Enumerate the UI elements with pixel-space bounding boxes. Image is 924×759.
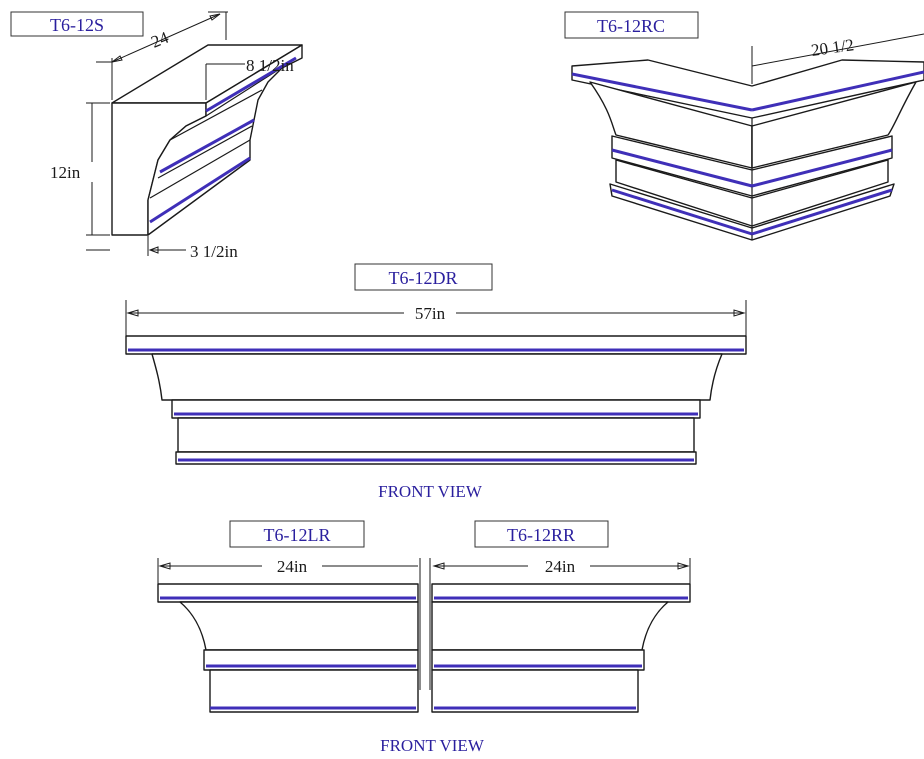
dim-rc-width: 20 1/2 [810,35,855,60]
piece-t6-12rc [571,33,924,241]
caption-front-view-1: FRONT VIEW [378,482,483,501]
label-t6-12s: T6-12S [10,11,144,37]
dim-s-bottom-depth: 3 1/2in [190,242,238,261]
caption-front-view-2: FRONT VIEW [380,736,485,755]
svg-text:T6-12S: T6-12S [50,15,104,35]
dim-s-top-depth: 8 1/2in [246,56,294,75]
svg-text:T6-12LR: T6-12LR [264,525,331,545]
svg-text:T6-12RR: T6-12RR [507,525,575,545]
svg-text:T6-12RC: T6-12RC [597,16,665,36]
dim-s-length: 24 [148,28,171,52]
label-t6-12dr: T6-12DR [354,263,493,291]
piece-t6-12lr [157,558,421,713]
dim-dr-width: 57in [415,304,446,323]
dim-rr-width: 24in [545,557,576,576]
label-t6-12rr: T6-12RR [474,520,609,548]
dim-lr-width: 24in [277,557,308,576]
piece-t6-12rr [429,558,691,713]
svg-text:T6-12DR: T6-12DR [389,268,458,288]
label-t6-12lr: T6-12LR [229,520,365,548]
piece-t6-12s [86,11,303,256]
label-t6-12rc: T6-12RC [564,11,699,39]
piece-t6-12dr [125,300,747,465]
dim-s-height: 12in [50,163,81,182]
